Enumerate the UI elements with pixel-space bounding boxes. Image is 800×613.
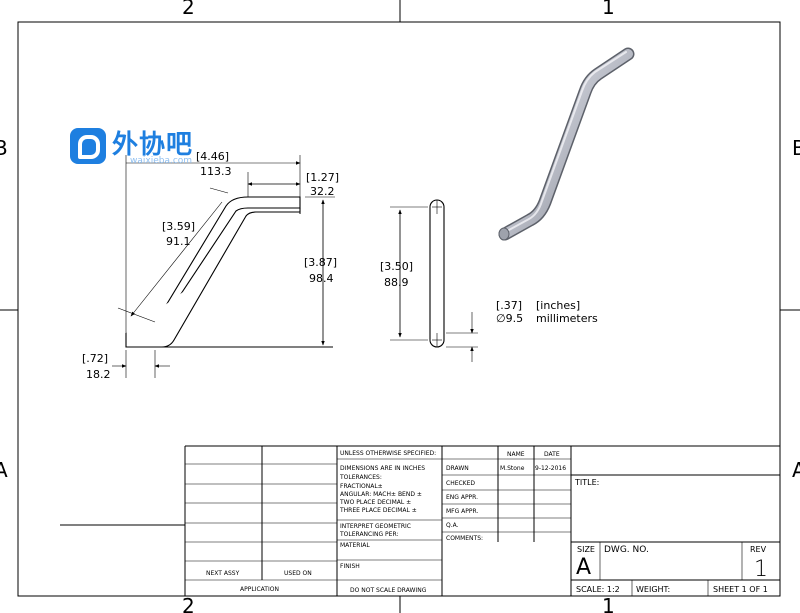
tb-three: THREE PLACE DECIMAL ± xyxy=(339,507,417,514)
zone-label-right-a: A xyxy=(792,458,800,482)
dim-hole-in: [3.50] xyxy=(380,260,413,273)
watermark-logo: 外协吧 waixieba.com xyxy=(68,124,208,174)
tb-drawn: DRAWN xyxy=(446,465,469,472)
dim-bottom-mm: 18.2 xyxy=(86,368,111,381)
unit-mm: millimeters xyxy=(536,312,598,325)
watermark-text: 外协吧 xyxy=(112,130,194,160)
tb-unless: UNLESS OTHERWISE SPECIFIED: xyxy=(340,450,436,457)
tb-noscale: DO NOT SCALE DRAWING xyxy=(350,587,427,594)
unit-inches: [inches] xyxy=(536,299,580,312)
dim-hole-mm: 88.9 xyxy=(384,276,409,289)
tb-application: APPLICATION xyxy=(240,586,279,593)
tb-mfg: MFG APPR. xyxy=(446,508,478,515)
isometric-view xyxy=(498,47,635,241)
dim-dia-mm: ∅9.5 xyxy=(496,312,523,325)
tb-used-on: USED ON xyxy=(284,570,312,577)
tb-size: SIZE xyxy=(577,545,595,554)
dim-dia-in: [.37] xyxy=(496,299,522,312)
tb-dims-in: DIMENSIONS ARE IN INCHES xyxy=(340,465,425,472)
front-view xyxy=(125,196,333,348)
dim-height-mm: 98.4 xyxy=(309,272,334,285)
zone-label-top-1: 1 xyxy=(602,0,615,19)
zone-label-bottom-1: 1 xyxy=(602,594,615,613)
tb-tolper: TOLERANCING PER: xyxy=(339,531,398,538)
tb-sheet: SHEET 1 OF 1 xyxy=(713,585,768,594)
tb-drawn-name: M.Stone xyxy=(500,465,525,472)
tb-qa: Q.A. xyxy=(446,522,459,529)
tb-finish: FINISH xyxy=(340,563,360,570)
tb-frac: FRACTIONAL± xyxy=(340,483,383,490)
watermark-icon xyxy=(70,128,106,164)
tb-dwg-no: DWG. NO. xyxy=(604,545,649,555)
tb-tol: TOLERANCES: xyxy=(339,474,382,481)
tb-rev-val: 1 xyxy=(754,557,768,582)
tb-size-val: A xyxy=(576,555,591,580)
front-dimensions: [4.46] 113.3 [1.27] 32.2 [3.59] 91.1 [3.… xyxy=(82,150,339,381)
tb-date: DATE xyxy=(544,451,560,458)
tb-comments: COMMENTS: xyxy=(446,535,483,542)
tb-next-assy: NEXT ASSY xyxy=(206,570,240,577)
dim-overall-mm: 113.3 xyxy=(200,165,232,178)
tb-interp: INTERPRET GEOMETRIC xyxy=(340,523,411,530)
dim-overall-in: [4.46] xyxy=(196,150,229,163)
dim-top-in: [1.27] xyxy=(306,171,339,184)
sheet-border xyxy=(17,21,781,597)
tb-rev: REV xyxy=(750,545,767,554)
tb-weight: WEIGHT: xyxy=(636,585,670,594)
tb-scale: SCALE: 1:2 xyxy=(576,585,620,594)
watermark-sub: waixieba.com xyxy=(130,156,193,166)
dim-height-in: [3.87] xyxy=(304,256,337,269)
tb-eng: ENG APPR. xyxy=(446,494,478,501)
zone-label-top-2: 2 xyxy=(182,0,195,19)
tb-ang: ANGULAR: MACH± BEND ± xyxy=(340,491,422,498)
side-view: [3.50] 88.9 [.37] ∅9.5 [inches] millimet… xyxy=(380,199,598,362)
tb-name: NAME xyxy=(507,451,525,458)
dim-diag-mm: 91.1 xyxy=(166,235,191,248)
title-block: UNLESS OTHERWISE SPECIFIED: DIMENSIONS A… xyxy=(60,445,780,596)
zone-label-bottom-2: 2 xyxy=(182,594,195,613)
zone-label-left-a: A xyxy=(0,458,8,482)
zone-label-right-b: B xyxy=(792,136,800,160)
tb-title: TITLE: xyxy=(574,478,599,487)
tb-two: TWO PLACE DECIMAL ± xyxy=(339,499,411,506)
dim-diag-in: [3.59] xyxy=(162,220,195,233)
tb-material: MATERIAL xyxy=(340,542,370,549)
tb-drawn-date: 9-12-2016 xyxy=(535,465,566,472)
tb-checked: CHECKED xyxy=(446,480,475,487)
dim-top-mm: 32.2 xyxy=(310,185,335,198)
dim-bottom-in: [.72] xyxy=(82,352,108,365)
zone-label-left-b: B xyxy=(0,136,8,160)
